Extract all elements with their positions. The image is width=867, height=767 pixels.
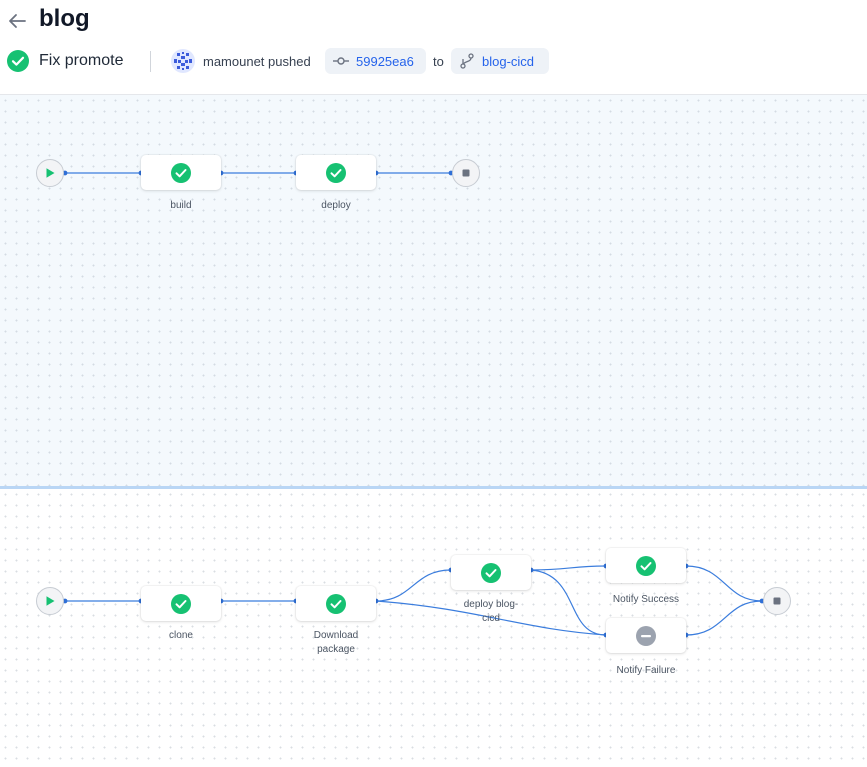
step-clone[interactable]: [141, 586, 221, 621]
skipped-circle-icon: [636, 625, 656, 646]
step-deploy-blog-cicd[interactable]: [451, 555, 531, 590]
to-text: to: [433, 54, 444, 69]
pipeline-edges-bottom: [62, 563, 765, 638]
step-deploy[interactable]: [296, 155, 376, 190]
pipeline-edges-top: [62, 170, 454, 176]
pipeline-end-bottom: [763, 587, 791, 615]
step-label: Download package: [313, 630, 359, 655]
arrow-left-icon[interactable]: [6, 10, 28, 32]
header-divider: [150, 51, 151, 72]
play-icon: [46, 168, 55, 178]
pipeline-pane-top: build deploy: [0, 94, 867, 486]
branch-chip[interactable]: blog-cicd: [451, 48, 549, 74]
play-icon: [46, 596, 55, 606]
check-circle-icon: [326, 162, 346, 183]
step-notify-success[interactable]: [606, 548, 686, 583]
avatar: [171, 49, 195, 73]
stop-icon: [462, 169, 470, 177]
pipeline-start-bottom: [36, 587, 64, 615]
check-circle-icon: [7, 50, 29, 72]
branch-name: blog-cicd: [482, 53, 535, 69]
step-label: Notify Success: [612, 594, 680, 605]
pipeline-start-top: [36, 159, 64, 187]
pipeline-pane-bottom: clone Download package deploy blog-cicd …: [0, 486, 867, 764]
step-notify-failure[interactable]: [606, 618, 686, 653]
branch-icon: [460, 53, 474, 69]
commit-message: Fix promote: [39, 52, 124, 69]
check-circle-icon: [636, 555, 656, 576]
step-download-package[interactable]: [296, 586, 376, 621]
commit-sha: 59925ea6: [356, 53, 414, 69]
step-build[interactable]: [141, 155, 221, 190]
pipeline-end-top: [452, 159, 480, 187]
check-circle-icon: [326, 593, 346, 614]
page-title: blog: [39, 5, 90, 32]
check-circle-icon: [171, 593, 191, 614]
commit-sha-chip[interactable]: 59925ea6: [325, 48, 426, 74]
page-header: blog Fix promote mamounet pushed 59925ea…: [0, 0, 867, 94]
author-text: mamounet pushed: [203, 54, 311, 69]
step-label: clone: [169, 630, 193, 641]
step-label: Notify Failure: [616, 665, 676, 676]
step-label: deploy blog-cicd: [463, 599, 519, 624]
commit-icon: [333, 57, 349, 65]
step-label: deploy: [321, 200, 351, 211]
check-circle-icon: [481, 562, 501, 583]
check-circle-icon: [171, 162, 191, 183]
stop-icon: [773, 597, 781, 605]
step-label: build: [170, 200, 192, 211]
